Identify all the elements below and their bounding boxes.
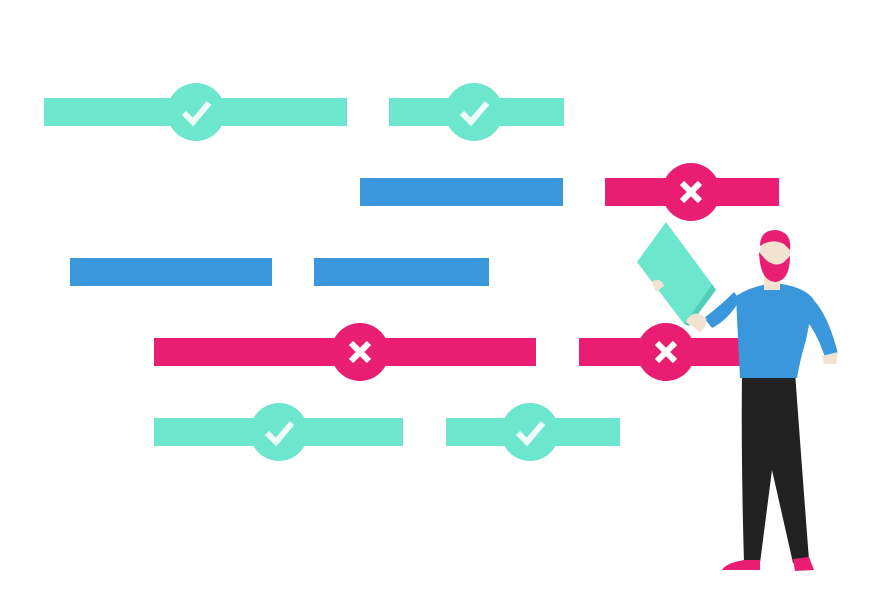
status-bar — [360, 178, 563, 206]
cross-icon — [679, 180, 703, 204]
status-bars — [44, 83, 779, 461]
check-icon — [264, 421, 295, 447]
right-arm — [804, 294, 838, 360]
trousers — [741, 372, 809, 563]
book-hand — [652, 279, 664, 292]
status-badge-circle — [250, 403, 308, 461]
beard — [759, 252, 790, 282]
status-bar — [389, 83, 564, 141]
right-hand — [822, 352, 838, 364]
status-badge — [637, 323, 695, 381]
status-badge — [445, 83, 503, 141]
status-badge-circle — [167, 83, 225, 141]
status-bar — [579, 323, 749, 381]
status-badge — [331, 323, 389, 381]
status-bar — [446, 403, 620, 461]
book-icon — [637, 220, 716, 326]
cross-icon — [348, 340, 372, 364]
status-bar — [154, 323, 536, 381]
left-arm — [704, 292, 740, 328]
status-bar-fill — [314, 258, 489, 286]
check-icon — [459, 101, 490, 127]
cross-icon — [654, 340, 678, 364]
status-bar-fill — [70, 258, 272, 286]
shirt — [736, 283, 814, 378]
status-badge — [250, 403, 308, 461]
status-badge — [662, 163, 720, 221]
status-badge — [167, 83, 225, 141]
status-badge — [501, 403, 559, 461]
hair — [760, 230, 791, 250]
person-with-book-illustration — [637, 220, 838, 571]
status-bar-fill — [360, 178, 563, 206]
right-shoe — [793, 557, 814, 571]
status-bar — [154, 403, 403, 461]
status-bar — [70, 258, 272, 286]
status-bar — [605, 163, 779, 221]
status-bar — [314, 258, 489, 286]
check-icon — [515, 421, 546, 447]
check-icon — [181, 101, 212, 127]
status-badge-circle — [501, 403, 559, 461]
left-shoe — [722, 560, 760, 570]
left-hand — [686, 313, 707, 332]
status-badge-circle — [445, 83, 503, 141]
status-bar — [44, 83, 347, 141]
